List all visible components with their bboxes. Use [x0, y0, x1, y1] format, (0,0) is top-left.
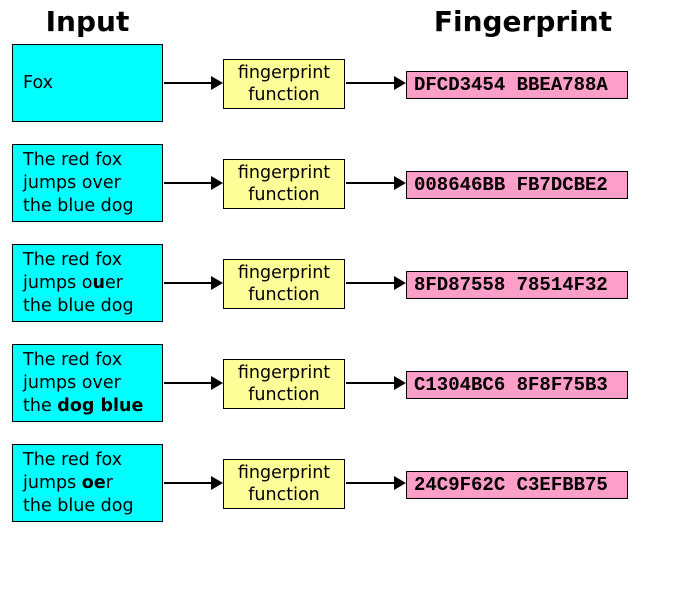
function-label-line1: fingerprint: [237, 363, 331, 383]
function-to-fingerprint-arrow-line: [346, 482, 394, 484]
function-label-line1: fingerprint: [237, 463, 331, 483]
function-to-fingerprint-arrow-line: [346, 182, 394, 184]
function-label-line2: function: [248, 485, 320, 505]
right-arrow-icon: [394, 476, 406, 490]
right-arrow-icon: [394, 376, 406, 390]
right-arrow-icon: [394, 176, 406, 190]
input-text-line: The red fox: [23, 449, 123, 470]
input-text-line: Fox: [23, 72, 53, 93]
right-arrow-icon: [211, 76, 223, 90]
fingerprint-function-box: fingerprint function: [223, 459, 345, 509]
function-label-line2: function: [248, 185, 320, 205]
input-text-line: The red fox: [23, 149, 123, 170]
input-text-line: The red fox: [23, 349, 123, 370]
fingerprint-column-title: Fingerprint: [433, 5, 613, 38]
right-arrow-icon: [211, 476, 223, 490]
function-to-fingerprint-arrow-line: [346, 382, 394, 384]
input-text-line: jumps ouer: [23, 272, 123, 293]
fingerprint-box: 24C9F62C C3EFBB75: [406, 471, 628, 499]
function-to-fingerprint-arrow-line: [346, 82, 394, 84]
diagram-row: Fox fingerprint function DFCD3454 BBEA78…: [0, 44, 700, 122]
function-label-line1: fingerprint: [237, 63, 331, 83]
fingerprint-function-box: fingerprint function: [223, 359, 345, 409]
function-label-line1: fingerprint: [237, 263, 331, 283]
function-label-line2: function: [248, 285, 320, 305]
fingerprint-box: 008646BB FB7DCBE2: [406, 171, 628, 199]
fingerprint-box: 8FD87558 78514F32: [406, 271, 628, 299]
right-arrow-icon: [394, 276, 406, 290]
fingerprint-box: C1304BC6 8F8F75B3: [406, 371, 628, 399]
fingerprint-value: 24C9F62C C3EFBB75: [414, 474, 608, 496]
fingerprint-box: DFCD3454 BBEA788A: [406, 71, 628, 99]
fingerprint-value: 008646BB FB7DCBE2: [414, 174, 608, 196]
input-to-function-arrow-line: [164, 282, 211, 284]
input-column-title: Input: [45, 5, 130, 38]
input-to-function-arrow-line: [164, 182, 211, 184]
fingerprint-value: DFCD3454 BBEA788A: [414, 74, 608, 96]
fingerprint-value: 8FD87558 78514F32: [414, 274, 608, 296]
input-to-function-arrow-line: [164, 482, 211, 484]
input-box: Fox: [12, 44, 163, 122]
input-text-line: the blue dog: [23, 195, 134, 216]
function-label-line2: function: [248, 85, 320, 105]
input-text-line: the blue dog: [23, 295, 134, 316]
input-text-line: jumps over: [23, 372, 121, 393]
input-to-function-arrow-line: [164, 382, 211, 384]
right-arrow-icon: [211, 276, 223, 290]
input-text-line: The red fox: [23, 249, 123, 270]
input-to-function-arrow-line: [164, 82, 211, 84]
fingerprint-function-box: fingerprint function: [223, 259, 345, 309]
right-arrow-icon: [394, 76, 406, 90]
function-to-fingerprint-arrow-line: [346, 282, 394, 284]
fingerprint-function-box: fingerprint function: [223, 59, 345, 109]
function-label-line1: fingerprint: [237, 163, 331, 183]
input-text-line: jumps over: [23, 172, 121, 193]
input-text-line: jumps oer: [23, 472, 113, 493]
fingerprint-function-box: fingerprint function: [223, 159, 345, 209]
input-text-line: the dog blue: [23, 395, 144, 416]
right-arrow-icon: [211, 176, 223, 190]
function-label-line2: function: [248, 385, 320, 405]
right-arrow-icon: [211, 376, 223, 390]
fingerprint-value: C1304BC6 8F8F75B3: [414, 374, 608, 396]
input-text-line: the blue dog: [23, 495, 134, 516]
